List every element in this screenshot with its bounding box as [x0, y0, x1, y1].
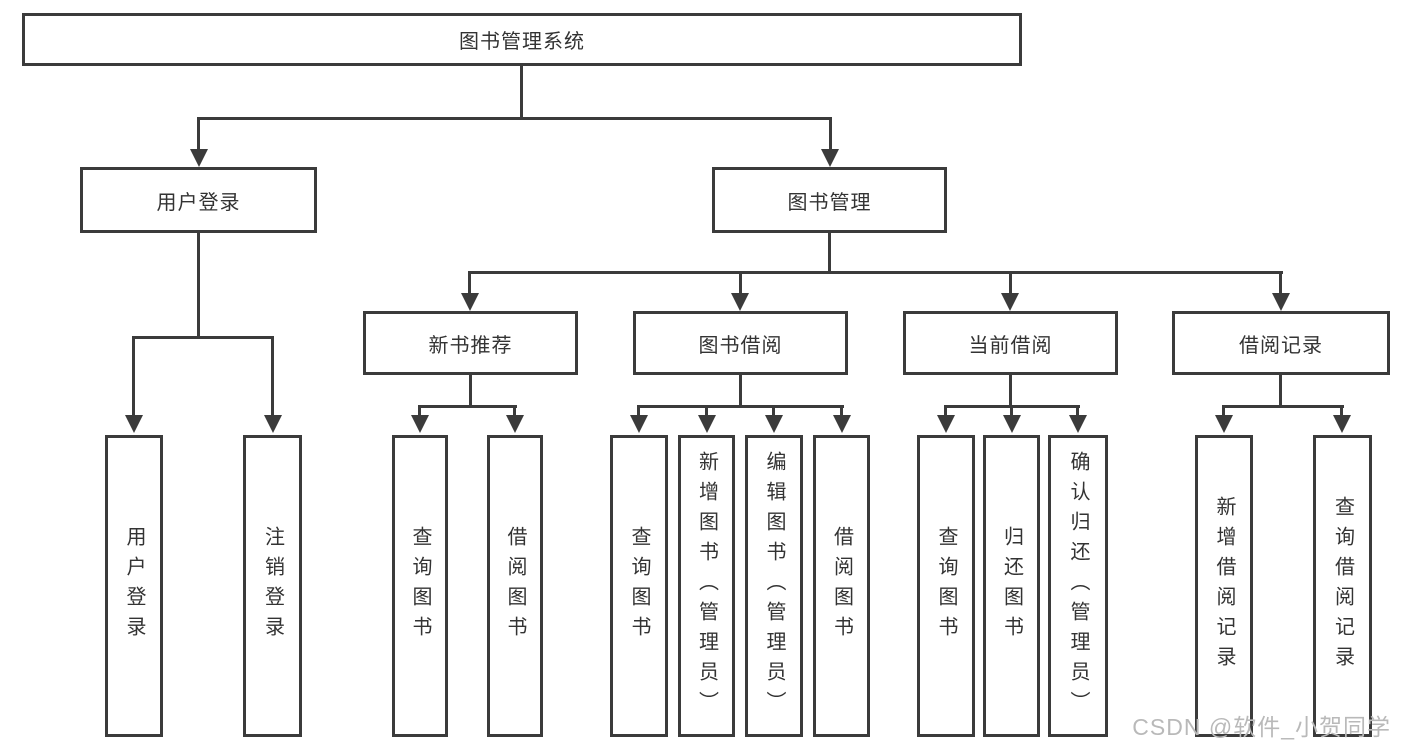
leaf-return-books: 归还图书 [983, 435, 1040, 737]
leaf-add-borrow-record: 新增借阅记录 [1195, 435, 1253, 737]
arrowhead-down-icon [821, 149, 839, 167]
arrowhead-down-icon [1333, 415, 1351, 433]
connector-hline [418, 405, 517, 408]
connector-vline [1009, 271, 1012, 295]
connector-hline [637, 405, 844, 408]
arrowhead-down-icon [937, 415, 955, 433]
connector-hline [1222, 405, 1344, 408]
connector-vline [1279, 375, 1282, 408]
connector-vline [1076, 405, 1079, 418]
arrowhead-down-icon [1215, 415, 1233, 433]
node-borrowing-records: 借阅记录 [1172, 311, 1390, 375]
connector-vline [739, 271, 742, 295]
connector-vline [829, 117, 832, 151]
connector-vline [1279, 271, 1282, 295]
leaf-edit-book-admin: 编辑图书（管理员） [745, 435, 803, 737]
arrowhead-down-icon [630, 415, 648, 433]
node-user-login: 用户登录 [80, 167, 317, 233]
arrowhead-down-icon [1272, 293, 1290, 311]
arrowhead-down-icon [731, 293, 749, 311]
connector-hline [132, 336, 274, 339]
connector-vline [739, 375, 742, 408]
connector-vline [944, 405, 947, 418]
leaf-query-borrow-record: 查询借阅记录 [1313, 435, 1372, 737]
leaf-borrow-books-2: 借阅图书 [813, 435, 870, 737]
connector-vline [469, 375, 472, 408]
connector-vline [513, 405, 516, 418]
node-current-borrowing: 当前借阅 [903, 311, 1118, 375]
arrowhead-down-icon [765, 415, 783, 433]
connector-vline [197, 233, 200, 338]
arrowhead-down-icon [833, 415, 851, 433]
node-book-borrowing: 图书借阅 [633, 311, 848, 375]
leaf-add-book-admin: 新增图书（管理员） [678, 435, 735, 737]
connector-vline [637, 405, 640, 418]
connector-vline [1009, 375, 1012, 408]
connector-vline [772, 405, 775, 418]
arrowhead-down-icon [190, 149, 208, 167]
leaf-confirm-return-admin: 确认归还（管理员） [1048, 435, 1108, 737]
node-book-management: 图书管理 [712, 167, 947, 233]
arrowhead-down-icon [698, 415, 716, 433]
connector-hline [197, 117, 832, 120]
leaf-logout: 注销登录 [243, 435, 302, 737]
connector-vline [828, 233, 831, 273]
connector-vline [468, 271, 471, 295]
arrowhead-down-icon [125, 415, 143, 433]
connector-vline [1222, 405, 1225, 418]
connector-vline [520, 64, 523, 119]
leaf-query-books-2: 查询图书 [610, 435, 668, 737]
connector-vline [197, 117, 200, 151]
connector-vline [840, 405, 843, 418]
arrowhead-down-icon [264, 415, 282, 433]
connector-vline [418, 405, 421, 418]
leaf-user-login: 用户登录 [105, 435, 163, 737]
leaf-query-books-3: 查询图书 [917, 435, 975, 737]
arrowhead-down-icon [1069, 415, 1087, 433]
leaf-borrow-books-1: 借阅图书 [487, 435, 543, 737]
connector-hline [469, 271, 1283, 274]
node-new-book-recommendation: 新书推荐 [363, 311, 578, 375]
connector-vline [1010, 405, 1013, 418]
arrowhead-down-icon [1001, 293, 1019, 311]
arrowhead-down-icon [461, 293, 479, 311]
arrowhead-down-icon [506, 415, 524, 433]
csdn-watermark: CSDN @软件_小贺同学 [1132, 714, 1391, 740]
connector-vline [705, 405, 708, 418]
leaf-query-books-1: 查询图书 [392, 435, 448, 737]
arrowhead-down-icon [1003, 415, 1021, 433]
arrowhead-down-icon [411, 415, 429, 433]
connector-vline [132, 336, 135, 417]
connector-vline [1340, 405, 1343, 418]
node-library-management-system: 图书管理系统 [22, 13, 1022, 66]
connector-vline [271, 336, 274, 417]
